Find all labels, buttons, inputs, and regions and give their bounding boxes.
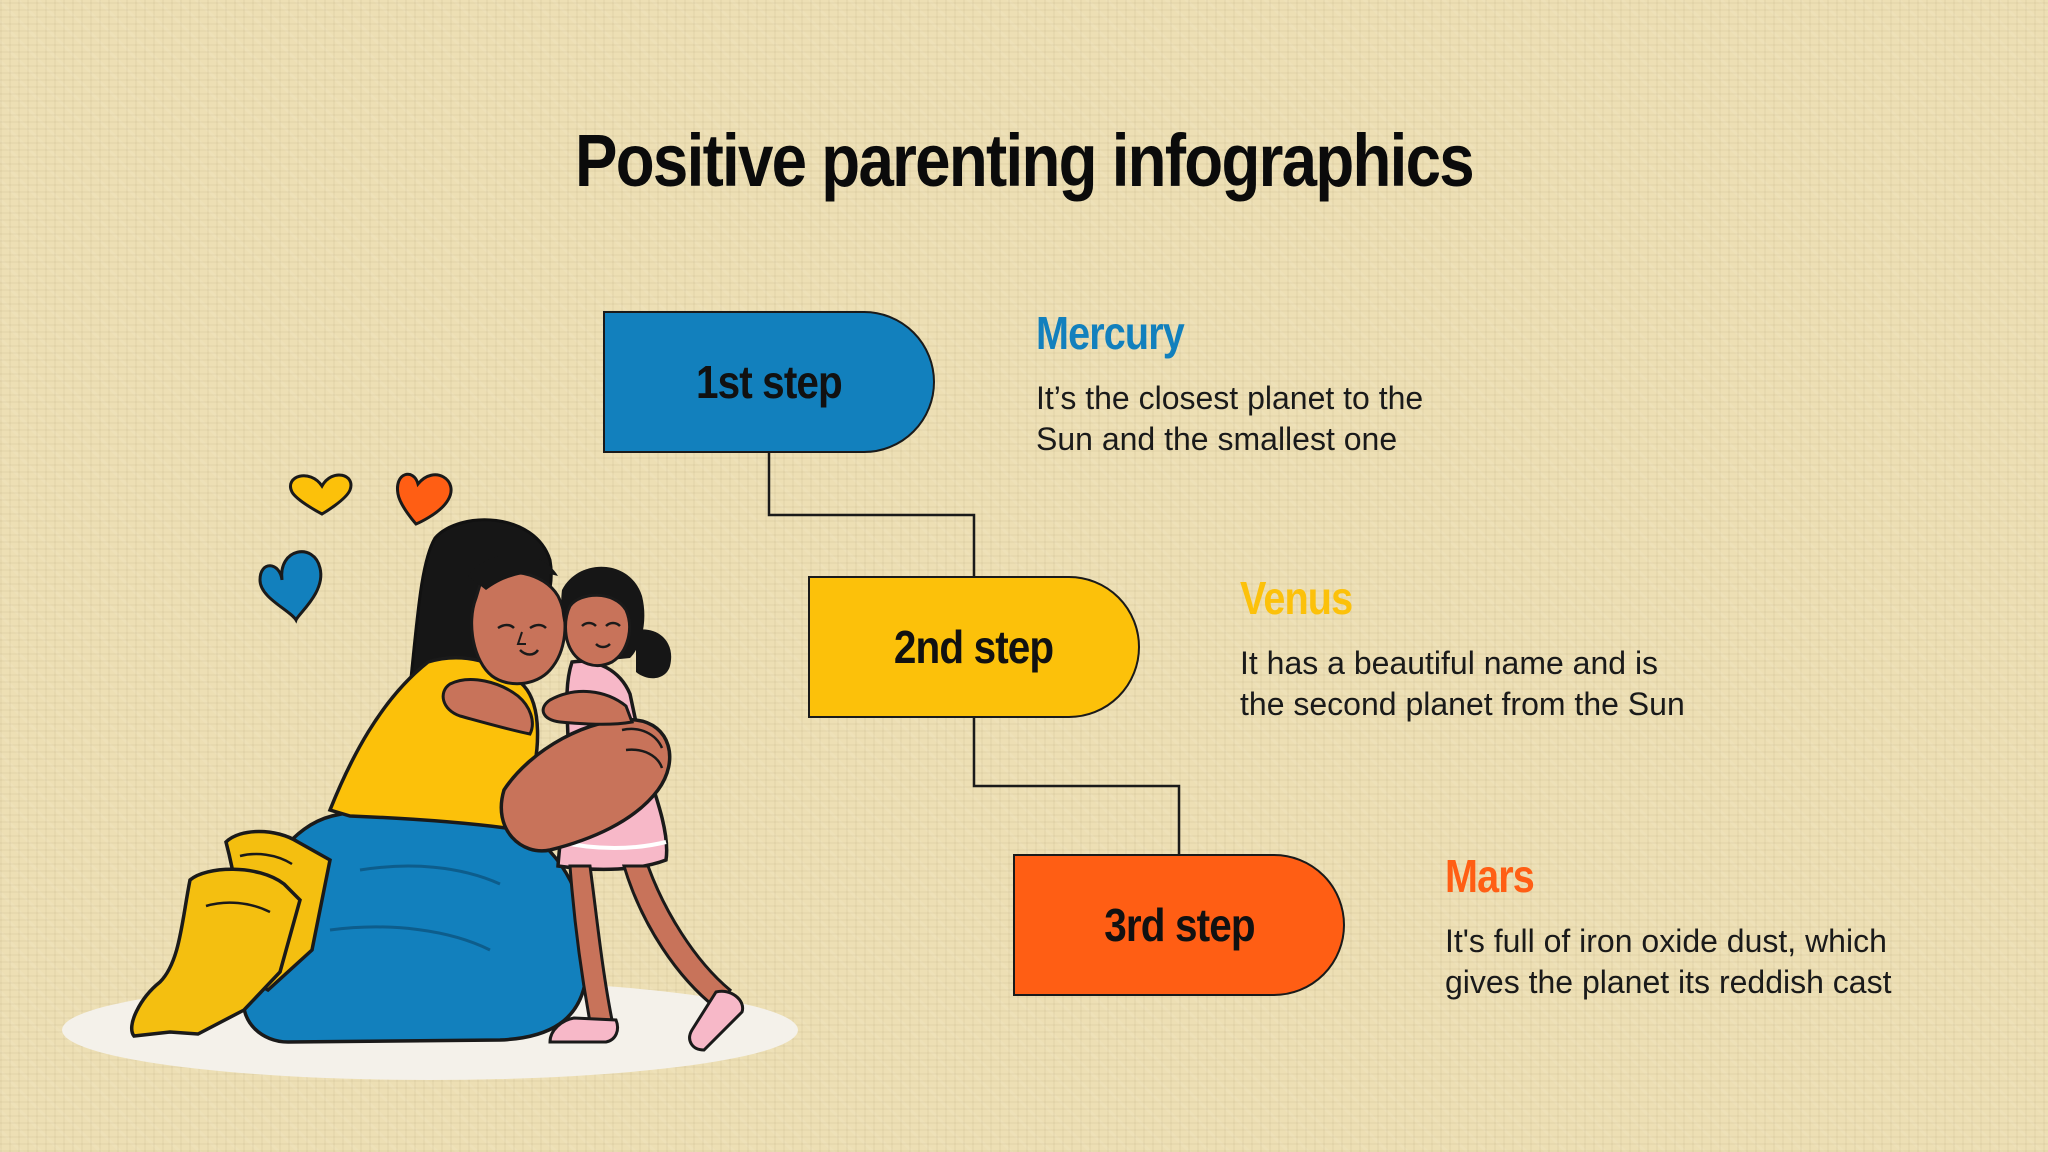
mother-daughter-illustration [62,472,798,1080]
daughter-arm [541,689,635,726]
daughter-face [564,593,631,667]
step-2-description-line-1: It has a beautiful name and is [1240,645,1659,681]
daughter-shoe-left [548,1016,620,1044]
step-1-heading: Mercury [1036,307,1185,359]
step-1-description: It’s the closest planet to the Sun and t… [1036,378,1556,460]
step-1-box: 1st step [603,311,935,453]
step-3-label: 3rd step [1103,899,1255,951]
daughter-shoe-right [688,989,745,1052]
step-3-box: 3rd step [1013,854,1345,996]
mother-arm-back [441,678,534,736]
step-3-description: It's full of iron oxide dust, which give… [1445,921,1965,1003]
step-1-description-line-1: It’s the closest planet to the [1036,380,1424,416]
blue-heart-icon [258,550,323,624]
connector-1-2 [767,452,976,577]
small-yellow-heart-icon [289,473,353,516]
step-3-description-line-1: It's full of iron oxide dust, which [1445,923,1887,959]
page-title: Positive parenting infographics [575,119,1475,202]
step-2-description-line-2: the second planet from the Sun [1240,686,1685,722]
mother-arm-front [499,717,672,853]
step-2-heading: Venus [1240,572,1353,624]
connector-2-3 [972,717,1181,855]
step-1-label: 1st step [696,356,843,408]
step-3-description-line-2: gives the planet its reddish cast [1445,964,1892,1000]
step-3-heading: Mars [1445,850,1535,902]
step-2-label: 2nd step [894,621,1054,673]
step-2-description: It has a beautiful name and is the secon… [1240,643,1760,725]
orange-heart-icon [396,472,453,526]
mother-face [470,570,567,686]
step-1-description-line-2: Sun and the smallest one [1036,421,1398,457]
mother-boot-front [130,867,302,1038]
step-2-box: 2nd step [808,576,1140,718]
